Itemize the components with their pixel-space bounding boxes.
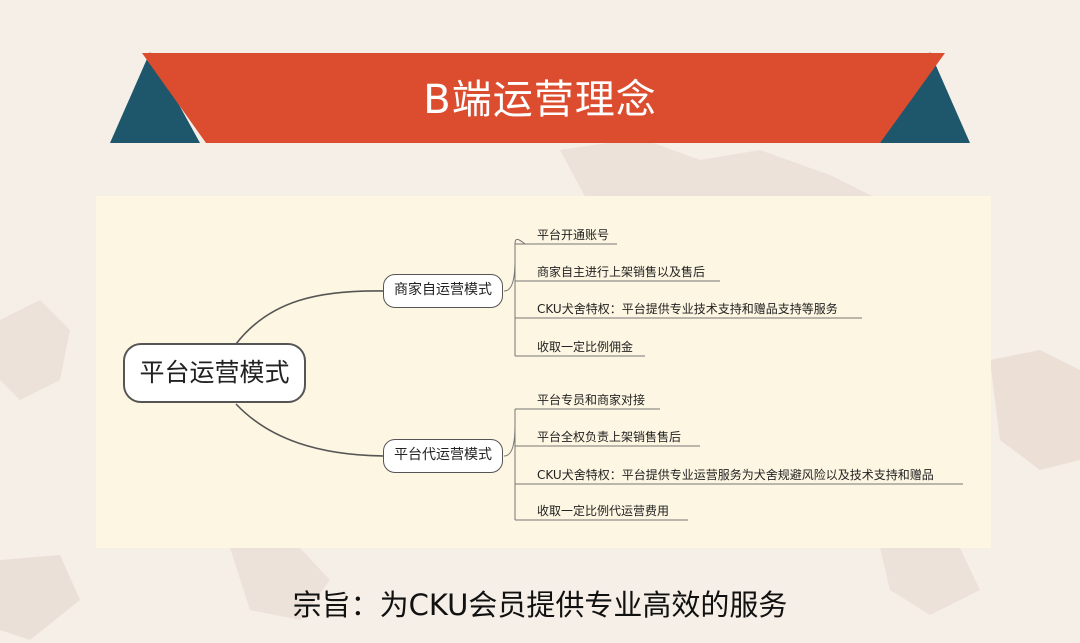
leaf-item: CKU犬舍特权：平台提供专业运营服务为犬舍规避风险以及技术支持和赠品 xyxy=(537,468,934,482)
title-banner xyxy=(110,52,970,143)
branch-node-self-operated: 商家自运营模式 xyxy=(383,274,503,308)
banner-main-band xyxy=(142,53,945,143)
banner-left-fold xyxy=(110,52,200,143)
page-title: B端运营理念 xyxy=(423,77,657,123)
connector-root-branch-1 xyxy=(235,290,384,345)
leaf-item: 收取一定比例佣金 xyxy=(537,340,634,354)
leaf-item: CKU犬舍特权：平台提供专业技术支持和赠品支持等服务 xyxy=(537,302,838,316)
branch-node-platform-operated: 平台代运营模式 xyxy=(383,439,503,473)
leaf-item: 平台全权负责上架销售售后 xyxy=(537,430,682,444)
footer-slogan: 宗旨：为CKU会员提供专业高效的服务 xyxy=(292,588,788,622)
leaf-item: 平台开通账号 xyxy=(537,228,610,242)
mindmap-root-node: 平台运营模式 xyxy=(123,343,306,403)
connector-root-branch-2 xyxy=(235,403,384,457)
leaf-item: 平台专员和商家对接 xyxy=(537,393,646,407)
banner-right-fold xyxy=(880,52,970,143)
leaf-item: 商家自主进行上架销售以及售后 xyxy=(537,265,706,279)
bracket-branch-2 xyxy=(503,424,516,457)
leaf-item: 收取一定比例代运营费用 xyxy=(537,504,670,518)
